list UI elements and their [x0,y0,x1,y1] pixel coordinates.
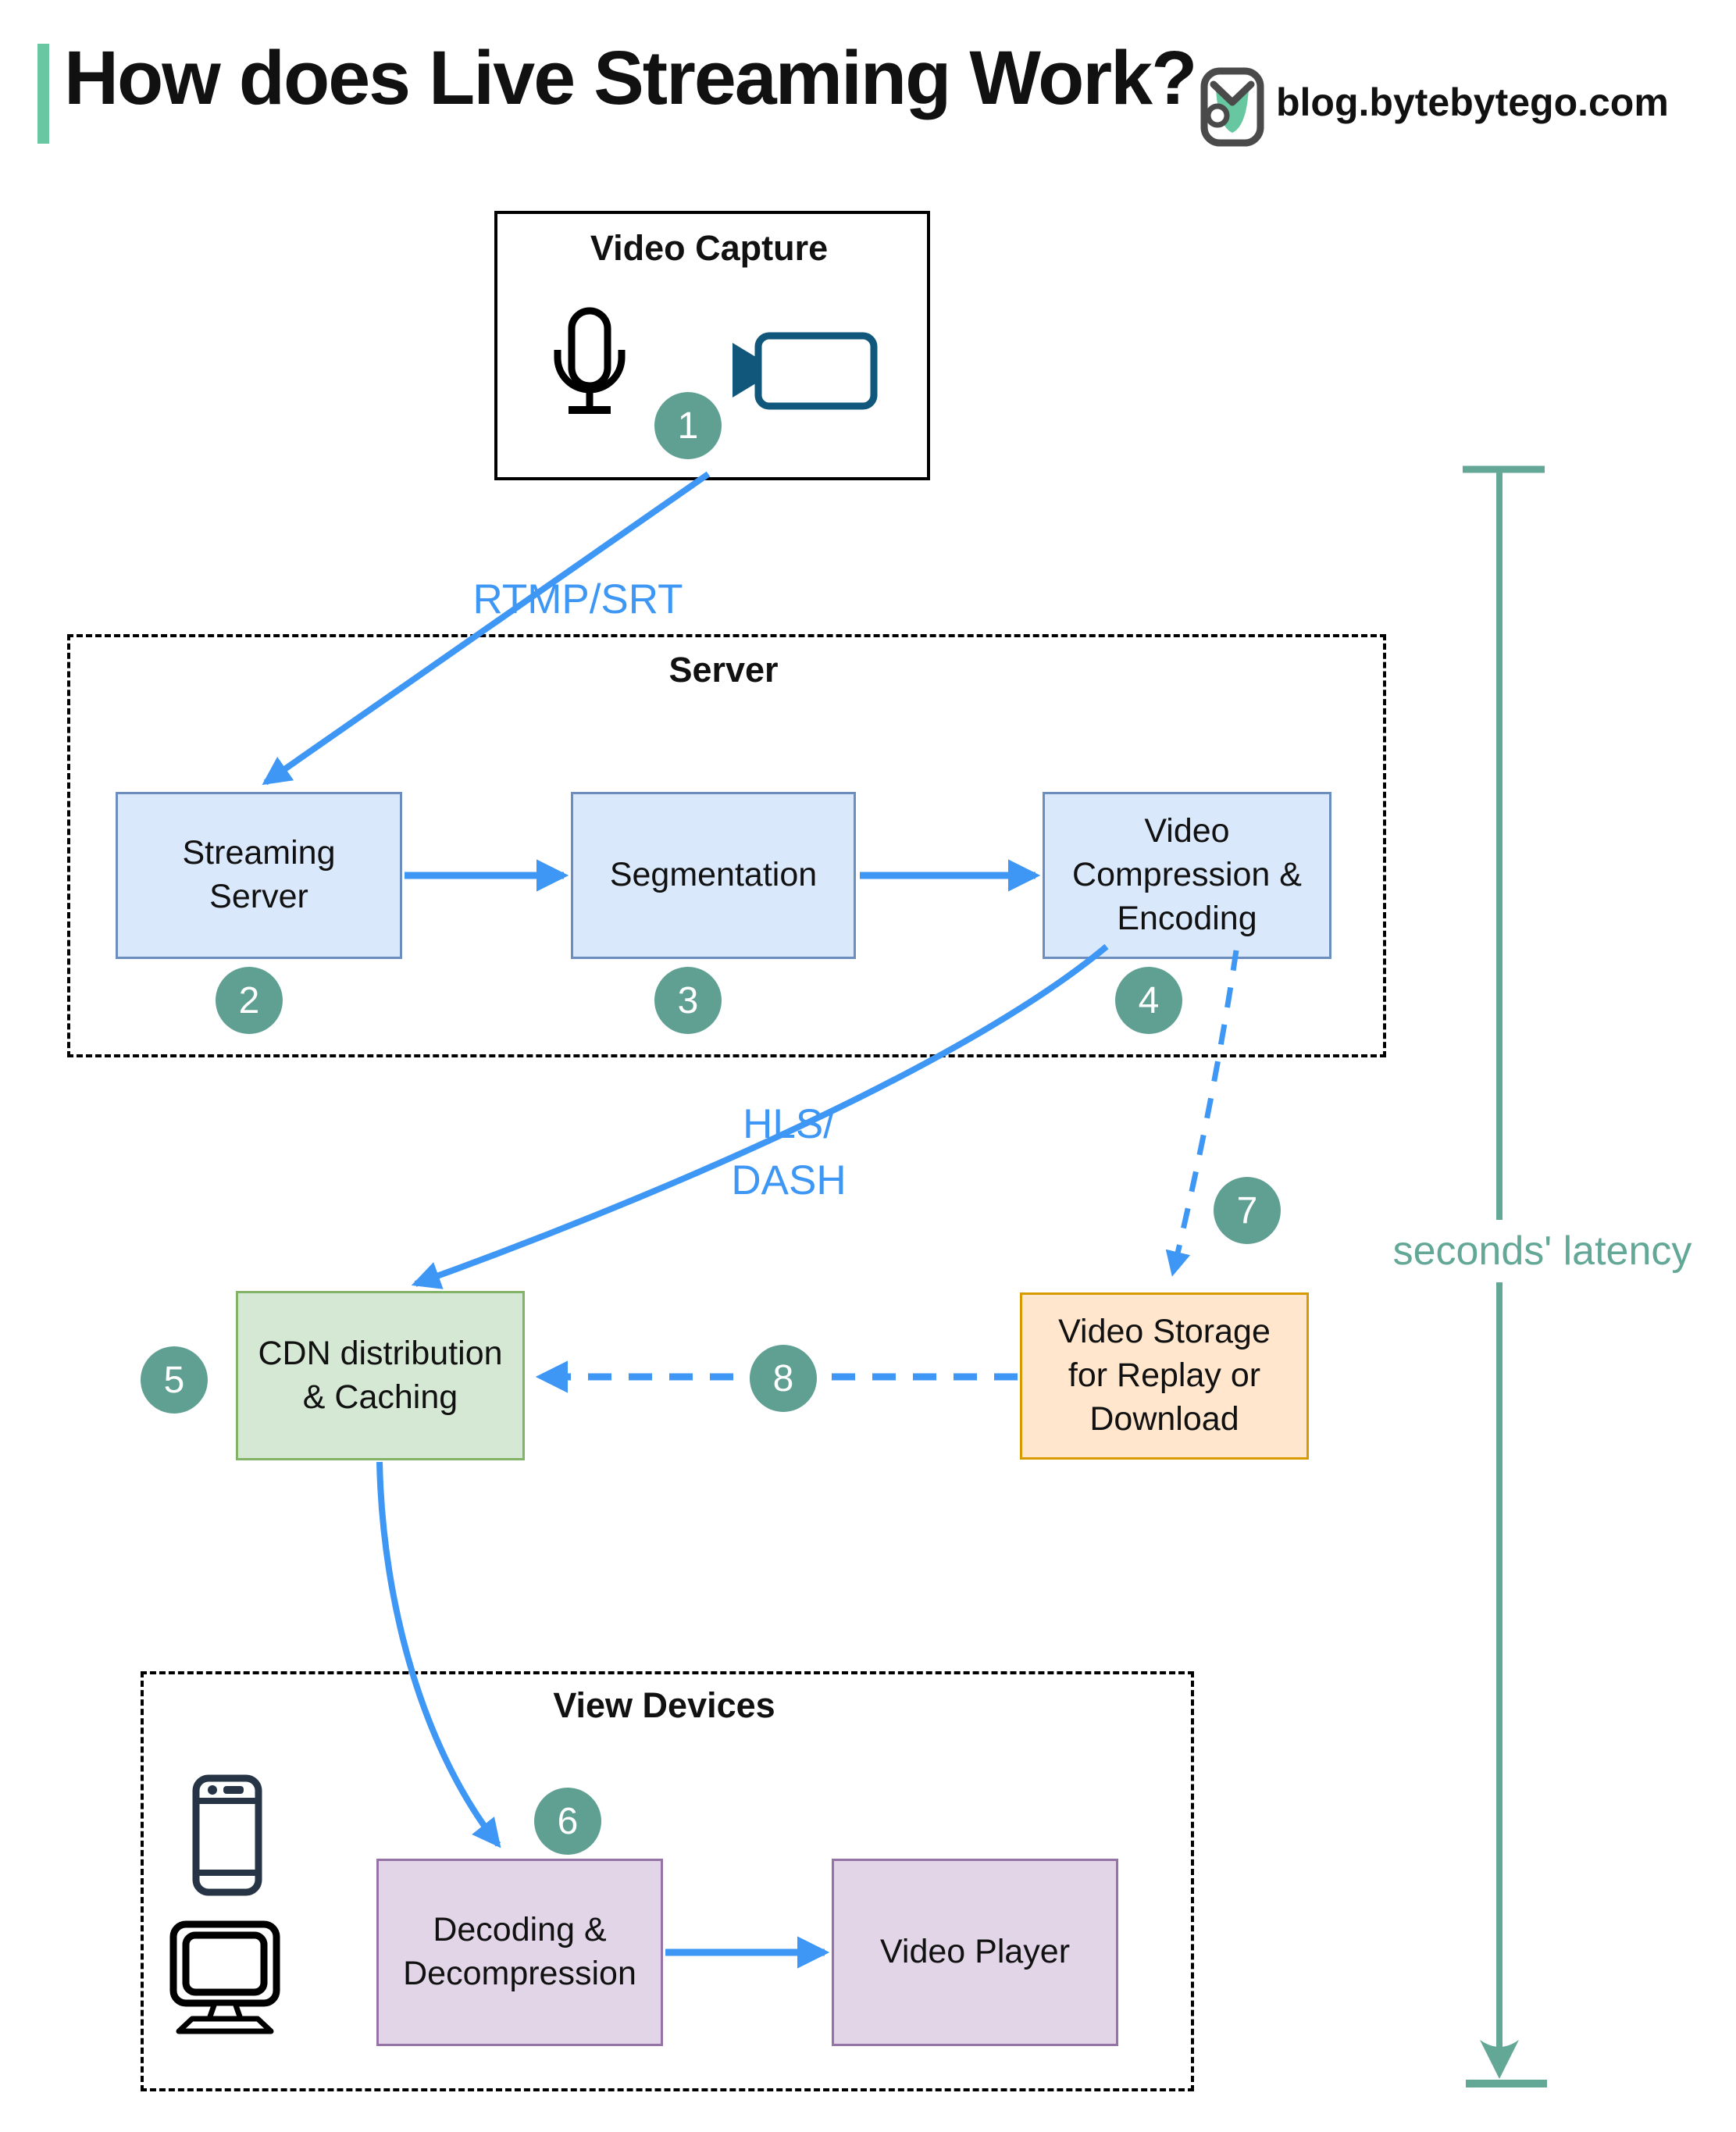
step-badge-4: 4 [1115,967,1182,1034]
video-compression-node: Video Compression & Encoding [1043,792,1331,959]
camcorder-icon [730,332,879,410]
step-badge-2: 2 [216,967,283,1034]
video-player-node: Video Player [832,1859,1118,2046]
smartphone-icon [192,1774,262,1896]
page-title: How does Live Streaming Work? [64,35,1197,120]
view-devices-group-title: View Devices [553,1685,775,1725]
step-badge-6: 6 [534,1788,601,1855]
step-badge-5: 5 [141,1346,208,1414]
step-badge-1: 1 [654,392,722,459]
view-devices-group-box [141,1671,1194,2091]
title-accent-bar [37,44,49,144]
site-url: blog.bytebytego.com [1276,80,1669,124]
server-group-title: Server [668,650,779,690]
microphone-icon [547,305,633,422]
desktop-monitor-icon [169,1920,281,2035]
edge-label-hls-dash: HLS/ DASH [731,1101,847,1203]
step-badge-8: 8 [750,1345,817,1412]
decoding-node: Decoding & Decompression [376,1859,663,2046]
streaming-server-node: Streaming Server [116,792,402,959]
cdn-node: CDN distribution & Caching [236,1291,525,1460]
step-badge-7: 7 [1214,1177,1281,1244]
video-capture-title: Video Capture [590,228,829,268]
video-storage-node: Video Storage for Replay or Download [1020,1292,1309,1460]
step-badge-3: 3 [654,967,722,1034]
edge-label-rtmp-srt: RTMP/SRT [472,576,683,622]
bytebytego-logo-icon [1200,67,1264,147]
segmentation-node: Segmentation [571,792,856,959]
latency-label: seconds' latency [1363,1220,1722,1282]
